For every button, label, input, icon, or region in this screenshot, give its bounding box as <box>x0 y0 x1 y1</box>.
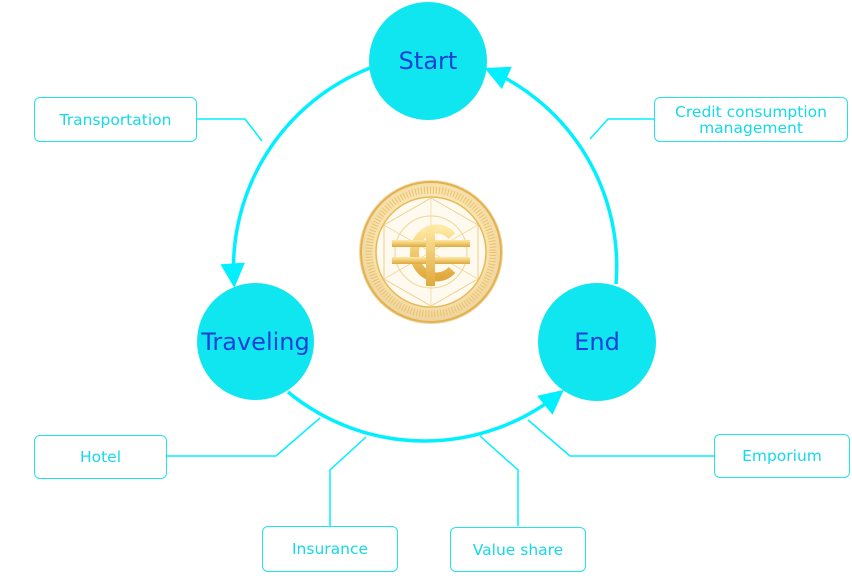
node-end-label: End <box>574 328 620 356</box>
connector-value-share <box>479 435 519 526</box>
node-start-label: Start <box>398 47 458 75</box>
connector-emporium <box>527 419 714 457</box>
connector-lines <box>166 118 714 526</box>
cycle-arcs <box>220 66 619 443</box>
connector-hotel <box>166 417 321 457</box>
node-traveling-label: Traveling <box>201 327 310 356</box>
label-transportation: Transportation <box>34 97 197 142</box>
node-start: Start <box>369 2 487 120</box>
arc-end-to-start <box>484 66 619 285</box>
label-insurance: Insurance <box>262 526 398 572</box>
label-value-share-text: Value share <box>472 540 564 559</box>
label-emporium-text: Emporium <box>742 447 822 465</box>
node-traveling: Traveling <box>197 283 314 400</box>
label-insurance-text: Insurance <box>291 540 369 558</box>
arc-start-to-traveling <box>220 66 371 288</box>
node-end: End <box>538 283 656 401</box>
label-credit-consumption: Credit consumption management <box>654 97 848 142</box>
connector-insurance <box>329 436 367 526</box>
label-emporium: Emporium <box>714 434 850 478</box>
connector-transportation <box>196 118 263 142</box>
connector-credit <box>589 118 654 140</box>
label-credit-line2: management <box>699 118 803 137</box>
label-hotel-text: Hotel <box>79 448 122 466</box>
label-transportation-text: Transportation <box>59 110 172 129</box>
label-credit-line1: Credit consumption <box>675 102 827 121</box>
label-hotel: Hotel <box>34 435 167 479</box>
label-value-share: Value share <box>450 527 586 572</box>
arc-traveling-to-end <box>286 389 564 443</box>
coin-currency-icon <box>359 180 503 324</box>
